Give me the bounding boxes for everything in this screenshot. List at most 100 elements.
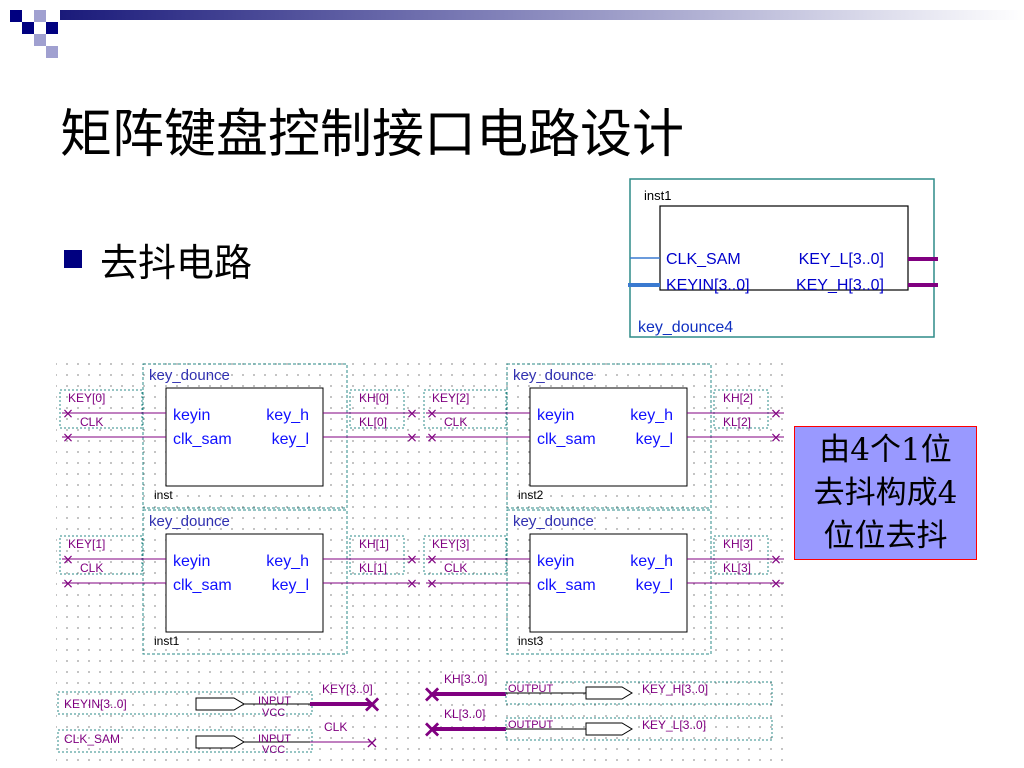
port-key-l: key_l [636, 431, 673, 448]
kh-output-label: OUTPUT [508, 683, 554, 695]
block-instance-label: inst1 [154, 634, 180, 648]
key-h-output-symbol [585, 686, 633, 700]
port-key-h: key_h [630, 407, 673, 424]
wire-end-x-icon: × [426, 576, 438, 592]
wire-end-x-icon: × [426, 552, 438, 568]
net-clk-label: CLK [444, 415, 467, 429]
schematic[interactable]: ××××key_dounceinstkeyinclk_samkey_hkey_l… [0, 352, 800, 768]
deco-square [46, 22, 58, 34]
port-clk-sam: clk_sam [537, 577, 596, 594]
kh-bus-label: KH[3..0] [444, 672, 487, 686]
port-key-l: key_l [272, 577, 309, 594]
block-body [529, 533, 688, 633]
input-net-box [423, 535, 507, 575]
block-body [165, 533, 324, 633]
block-module-label: key_dounce [149, 367, 230, 384]
clk-pin-label: CLK_SAM [64, 732, 120, 746]
title-bar [60, 10, 1024, 20]
slide-title: 矩阵键盘控制接口电路设计 [60, 105, 685, 165]
port-keyin: keyin [173, 553, 210, 570]
net-kl-label: KL[1] [359, 561, 387, 575]
key-bus-label: KEY[3..0] [322, 682, 373, 696]
port-keyin: keyin [173, 407, 210, 424]
note-text: 由4个1位去抖构成4位位去抖 [813, 431, 958, 554]
wire-end-x-icon: × [62, 552, 74, 568]
wire-end-x-icon: × [365, 733, 378, 752]
net-clk-label: CLK [444, 561, 467, 575]
block-module-label: key_dounce [513, 367, 594, 384]
net-clk-label: CLK [80, 415, 103, 429]
port-clk-sam: CLK_SAM [666, 251, 741, 268]
block-module-label: key_dounce [149, 513, 230, 530]
deco-square [46, 46, 58, 58]
net-kl-label: KL[3] [723, 561, 751, 575]
port-keyin: keyin [537, 553, 574, 570]
block-module-label: key_dounce [513, 513, 594, 530]
wire-end-x-icon: × [62, 406, 74, 422]
net-kl-label: KL[2] [723, 415, 751, 429]
deco-square [34, 34, 46, 46]
block-body [529, 387, 688, 487]
block-key-dounce[interactable]: ××××key_dounceinst1keyinclk_samkey_hkey_… [59, 509, 420, 655]
net-kh-label: KH[2] [723, 391, 753, 405]
block-frame [506, 509, 712, 655]
port-keyin: KEYIN[3..0] [666, 277, 750, 294]
net-key-label: KEY[3] [432, 537, 469, 551]
net-key-label: KEY[0] [68, 391, 105, 405]
deco-square [10, 10, 22, 22]
kl-output-label: OUTPUT [508, 719, 554, 731]
output-net-box [349, 389, 405, 429]
port-key-h: key_h [630, 553, 673, 570]
output-net-box [713, 535, 769, 575]
input-net-box [59, 389, 143, 429]
clk-vcc-label: VCC [262, 744, 285, 756]
keyin-pin-label: KEYIN[3..0] [64, 697, 127, 711]
clk-input-symbol [195, 735, 245, 749]
bullet-icon [64, 250, 82, 268]
wire-end-x-icon: × [406, 552, 418, 568]
port-keyin: keyin [537, 407, 574, 424]
key-h-pin-label: KEY_H[3..0] [642, 682, 708, 696]
block-frame [142, 509, 348, 655]
port-key-l: key_l [636, 577, 673, 594]
wire-end-x-icon: × [62, 576, 74, 592]
input-net-box [59, 535, 143, 575]
port-key-l: key_l [272, 431, 309, 448]
net-kh-label: KH[1] [359, 537, 389, 551]
wire-end-x-icon: × [770, 576, 782, 592]
output-net-box [349, 535, 405, 575]
block-instance-label: inst2 [518, 488, 544, 502]
wire-end-x-icon: × [406, 406, 418, 422]
keyin-input-label: INPUT [258, 695, 291, 707]
instance-label: inst1 [644, 188, 671, 203]
port-clk-sam: clk_sam [537, 431, 596, 448]
wire-end-x-icon: × [62, 430, 74, 446]
title-decoration [10, 10, 1024, 58]
port-key-h: key_h [266, 407, 309, 424]
clk-input-label: INPUT [258, 733, 291, 745]
port-key-l: KEY_L[3..0] [799, 251, 884, 268]
block-key-dounce[interactable]: ××××key_dounceinst3keyinclk_samkey_hkey_… [423, 509, 784, 655]
net-key-label: KEY[1] [68, 537, 105, 551]
wire-end-x-icon: × [426, 406, 438, 422]
net-kl-label: KL[0] [359, 415, 387, 429]
kl-bus-label: KL[3..0] [444, 707, 485, 721]
block-key-dounce[interactable]: ××××key_dounceinstkeyinclk_samkey_hkey_l… [59, 363, 420, 509]
block-instance-label: inst [154, 488, 173, 502]
deco-square [22, 22, 34, 34]
block-frame [142, 363, 348, 509]
port-key-h: key_h [266, 553, 309, 570]
key-l-output-symbol [585, 722, 633, 736]
wire-end-x-icon: × [770, 406, 782, 422]
clk-pin-box [57, 729, 313, 753]
wire-end-x-icon: × [770, 552, 782, 568]
output-net-box [713, 389, 769, 429]
keyin-input-symbol [195, 697, 245, 711]
symbol-key-dounce4[interactable]: inst1 CLK_SAM KEYIN[3..0] KEY_L[3..0] KE… [620, 176, 940, 340]
net-key-label: KEY[2] [432, 391, 469, 405]
net-clk-label: CLK [80, 561, 103, 575]
block-key-dounce[interactable]: ××××key_dounceinst2keyinclk_samkey_hkey_… [423, 363, 784, 509]
wire-end-x-icon: × [770, 430, 782, 446]
wire-end-x-icon: × [406, 576, 418, 592]
port-key-h: KEY_H[3..0] [796, 277, 884, 294]
